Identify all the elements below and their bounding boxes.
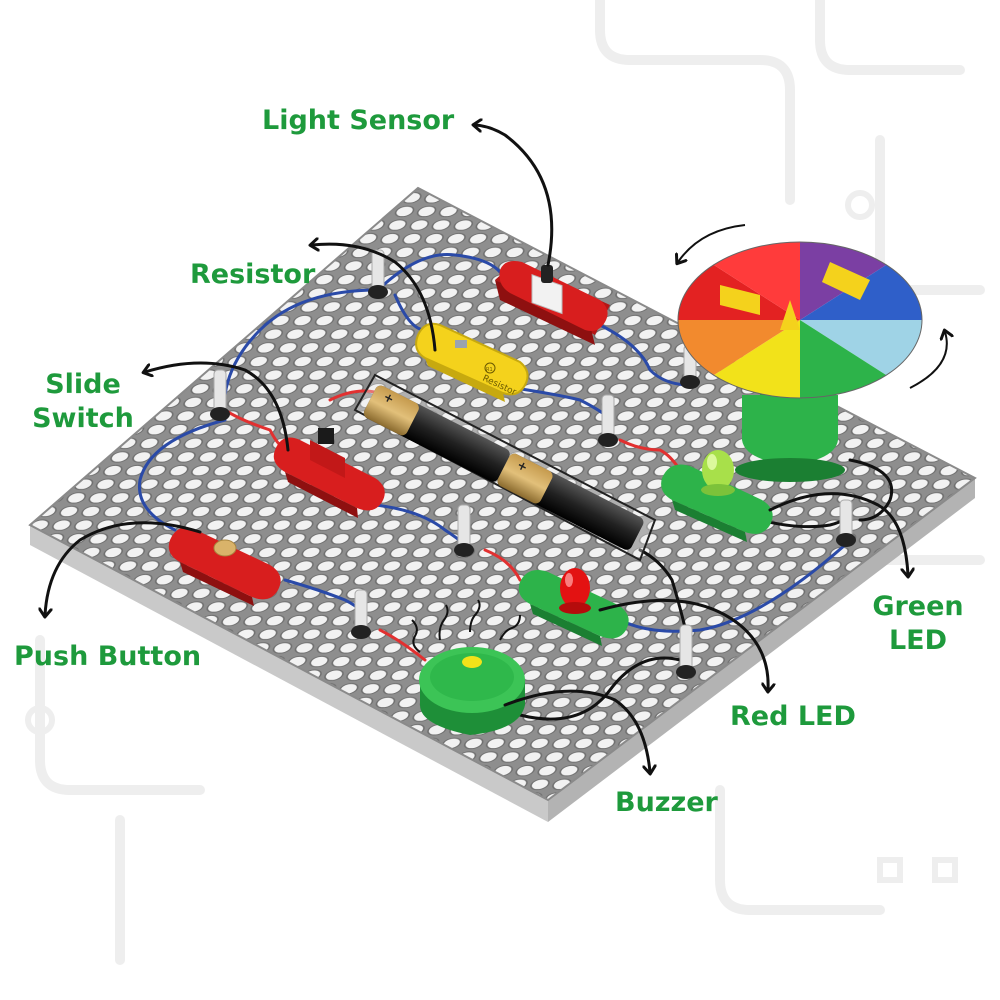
label-buzzer: Buzzer [615,787,718,818]
background-traces [25,0,985,965]
label-push-button: Push Button [14,641,202,672]
buzzer-sound-lines [411,599,521,653]
label-slide-switch-line1: Slide [45,369,121,400]
wheel-segment [713,242,800,320]
resistor-code-text: R1 [486,367,493,373]
green-led-block[interactable] [661,450,773,542]
spinner-motor[interactable] [677,241,923,482]
red-led-block[interactable] [518,568,629,646]
wheel-segment [800,320,887,398]
callout-arrows [45,125,908,772]
label-resistor: Resistor [190,259,316,290]
label-slide-switch-line2: Switch [32,403,134,434]
light-sensor-block[interactable] [495,261,610,345]
label-green-led-line2: LED [888,625,948,656]
label-slide-switch: Slide Switch [28,368,138,436]
push-button-block[interactable] [168,527,281,606]
label-green-led: Green LED [862,590,974,658]
label-red-led: Red LED [730,701,856,732]
rotation-arrows [678,224,947,389]
slide-switch-block[interactable] [273,428,385,518]
wheel-segment [800,320,922,376]
color-wheel [677,241,923,399]
wheel-segment [713,320,800,398]
label-light-sensor: Light Sensor [262,105,455,136]
wheel-rim [677,241,923,399]
label-green-led-line1: Green [872,591,964,622]
buzzer-block[interactable] [419,647,525,735]
battery-holder: + + [353,373,657,562]
wheel-segment [678,320,800,376]
